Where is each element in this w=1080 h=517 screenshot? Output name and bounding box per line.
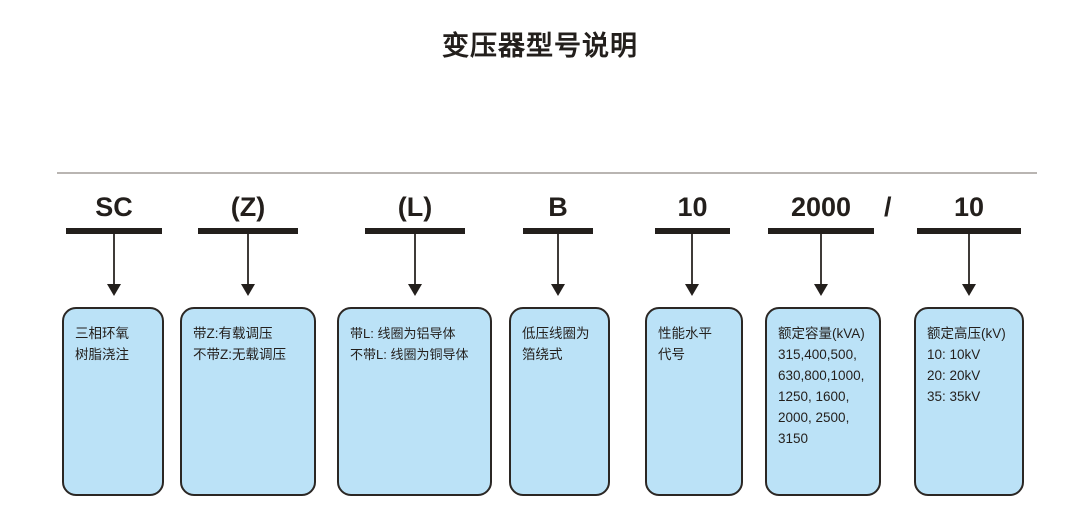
connector-sc xyxy=(113,234,115,286)
arrowhead-l xyxy=(408,284,422,296)
connector-capacity xyxy=(820,234,822,286)
desc-box-performance: 性能水平 代号 xyxy=(645,307,743,496)
code-label-capacity: 2000 xyxy=(790,192,852,222)
desc-line: 630,800,1000, xyxy=(778,368,865,383)
arrowhead-capacity xyxy=(814,284,828,296)
desc-line: 不带L: 线圈为铜导体 xyxy=(350,347,469,362)
desc-line: 315,400,500, xyxy=(778,347,857,362)
code-label-z: (Z) xyxy=(230,192,266,222)
desc-line: 20: 20kV xyxy=(927,368,981,383)
code-cell-capacity: 2000 xyxy=(768,190,874,234)
desc-line: 低压线圈为 xyxy=(522,326,590,341)
arrowhead-performance xyxy=(685,284,699,296)
code-label-performance: 10 xyxy=(677,192,708,222)
desc-line: 树脂浇注 xyxy=(75,347,129,362)
code-label-voltage: 10 xyxy=(953,192,985,222)
code-underline-voltage xyxy=(917,228,1021,234)
desc-line: 代号 xyxy=(658,347,685,362)
connector-b xyxy=(557,234,559,286)
code-underline-sc xyxy=(66,228,162,234)
desc-box-l: 带L: 线圈为铝导体 不带L: 线圈为铜导体 xyxy=(337,307,492,496)
desc-line: 3150 xyxy=(778,431,809,446)
code-label-sc: SC xyxy=(95,192,133,222)
desc-box-b: 低压线圈为 箔绕式 xyxy=(509,307,610,496)
desc-line: 额定容量(kVA) xyxy=(778,326,865,341)
desc-line: 额定高压(kV) xyxy=(927,326,1006,341)
connector-z xyxy=(247,234,249,286)
code-cell-b: B xyxy=(523,190,593,234)
code-label-l: (L) xyxy=(397,192,433,222)
desc-line: 带Z:有载调压 xyxy=(193,326,273,341)
code-underline-performance xyxy=(655,228,730,234)
code-cell-sc: SC xyxy=(66,190,162,234)
horizontal-divider xyxy=(57,172,1037,174)
desc-line: 不带Z:无载调压 xyxy=(193,347,286,362)
arrowhead-voltage xyxy=(962,284,976,296)
code-underline-l xyxy=(365,228,465,234)
code-cell-z: (Z) xyxy=(198,190,298,234)
desc-box-sc: 三相环氧 树脂浇注 xyxy=(62,307,164,496)
code-underline-b xyxy=(523,228,593,234)
desc-box-z: 带Z:有载调压 不带Z:无载调压 xyxy=(180,307,316,496)
page-title: 变压器型号说明 xyxy=(442,31,638,61)
arrowhead-sc xyxy=(107,284,121,296)
connector-l xyxy=(414,234,416,286)
connector-performance xyxy=(691,234,693,286)
desc-line: 1250, 1600, xyxy=(778,389,850,404)
desc-box-capacity: 额定容量(kVA) 315,400,500, 630,800,1000, 125… xyxy=(765,307,881,496)
desc-line: 箔绕式 xyxy=(522,347,563,362)
desc-line: 2000, 2500, xyxy=(778,410,850,425)
code-cell-performance: 10 xyxy=(655,190,730,234)
desc-line: 35: 35kV xyxy=(927,389,981,404)
code-cell-l: (L) xyxy=(365,190,465,234)
code-underline-capacity xyxy=(768,228,874,234)
connector-voltage xyxy=(968,234,970,286)
desc-box-voltage: 额定高压(kV) 10: 10kV 20: 20kV 35: 35kV xyxy=(914,307,1024,496)
desc-line: 带L: 线圈为铝导体 xyxy=(350,326,456,341)
desc-line: 三相环氧 xyxy=(75,326,129,341)
code-cell-voltage: 10 xyxy=(917,190,1021,234)
code-label-b: B xyxy=(548,192,568,222)
desc-line: 性能水平 xyxy=(658,326,712,341)
slash-separator: / xyxy=(884,192,892,222)
code-underline-z xyxy=(198,228,298,234)
desc-line: 10: 10kV xyxy=(927,347,981,362)
arrowhead-b xyxy=(551,284,565,296)
arrowhead-z xyxy=(241,284,255,296)
